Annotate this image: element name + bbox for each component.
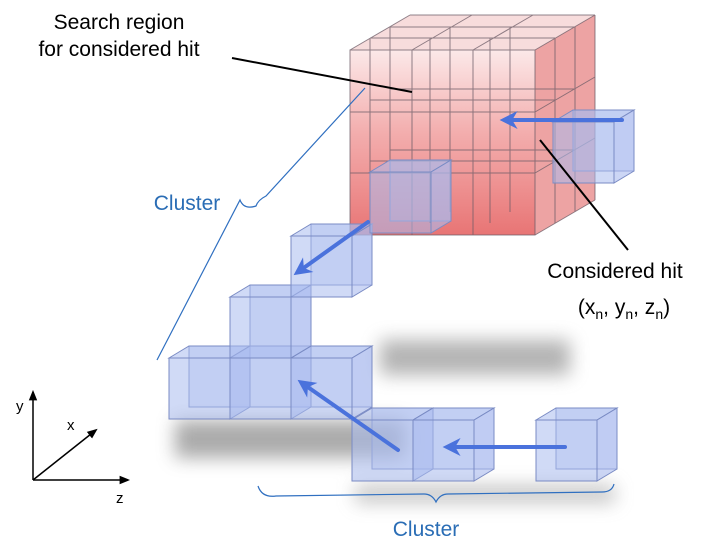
axes-gizmo [28,389,131,485]
considered-hit-label: Considered hit [547,260,683,283]
search-region-label-line2: for considered hit [38,38,199,61]
x-axis [32,428,98,481]
hit-cube [534,407,619,482]
y-axis-label: y [16,398,24,415]
cluster-brace-lower [257,483,615,504]
cluster-brace-upper [156,87,366,361]
z-axis-label: z [116,490,124,507]
x-axis-label: x [67,417,75,434]
cluster-label-upper: Cluster [154,192,221,215]
considered-hit-coords: (xn, yn, zn) [578,296,670,322]
propagation-arrows [293,111,624,456]
hit-cube [289,223,374,298]
hit-cube [411,407,496,482]
hit-cube [368,159,453,234]
considered-hit-pointer [539,139,629,251]
arrow-bottom-diagonal [297,379,400,452]
search-region-label-line1: Search region [54,11,185,34]
hit-cubes [167,109,636,482]
search-region-pointer [231,57,413,93]
hit-cube [228,284,313,359]
arrow-into-cluster [293,220,370,276]
cluster-label-lower: Cluster [393,518,460,541]
hit-cube [289,345,374,420]
